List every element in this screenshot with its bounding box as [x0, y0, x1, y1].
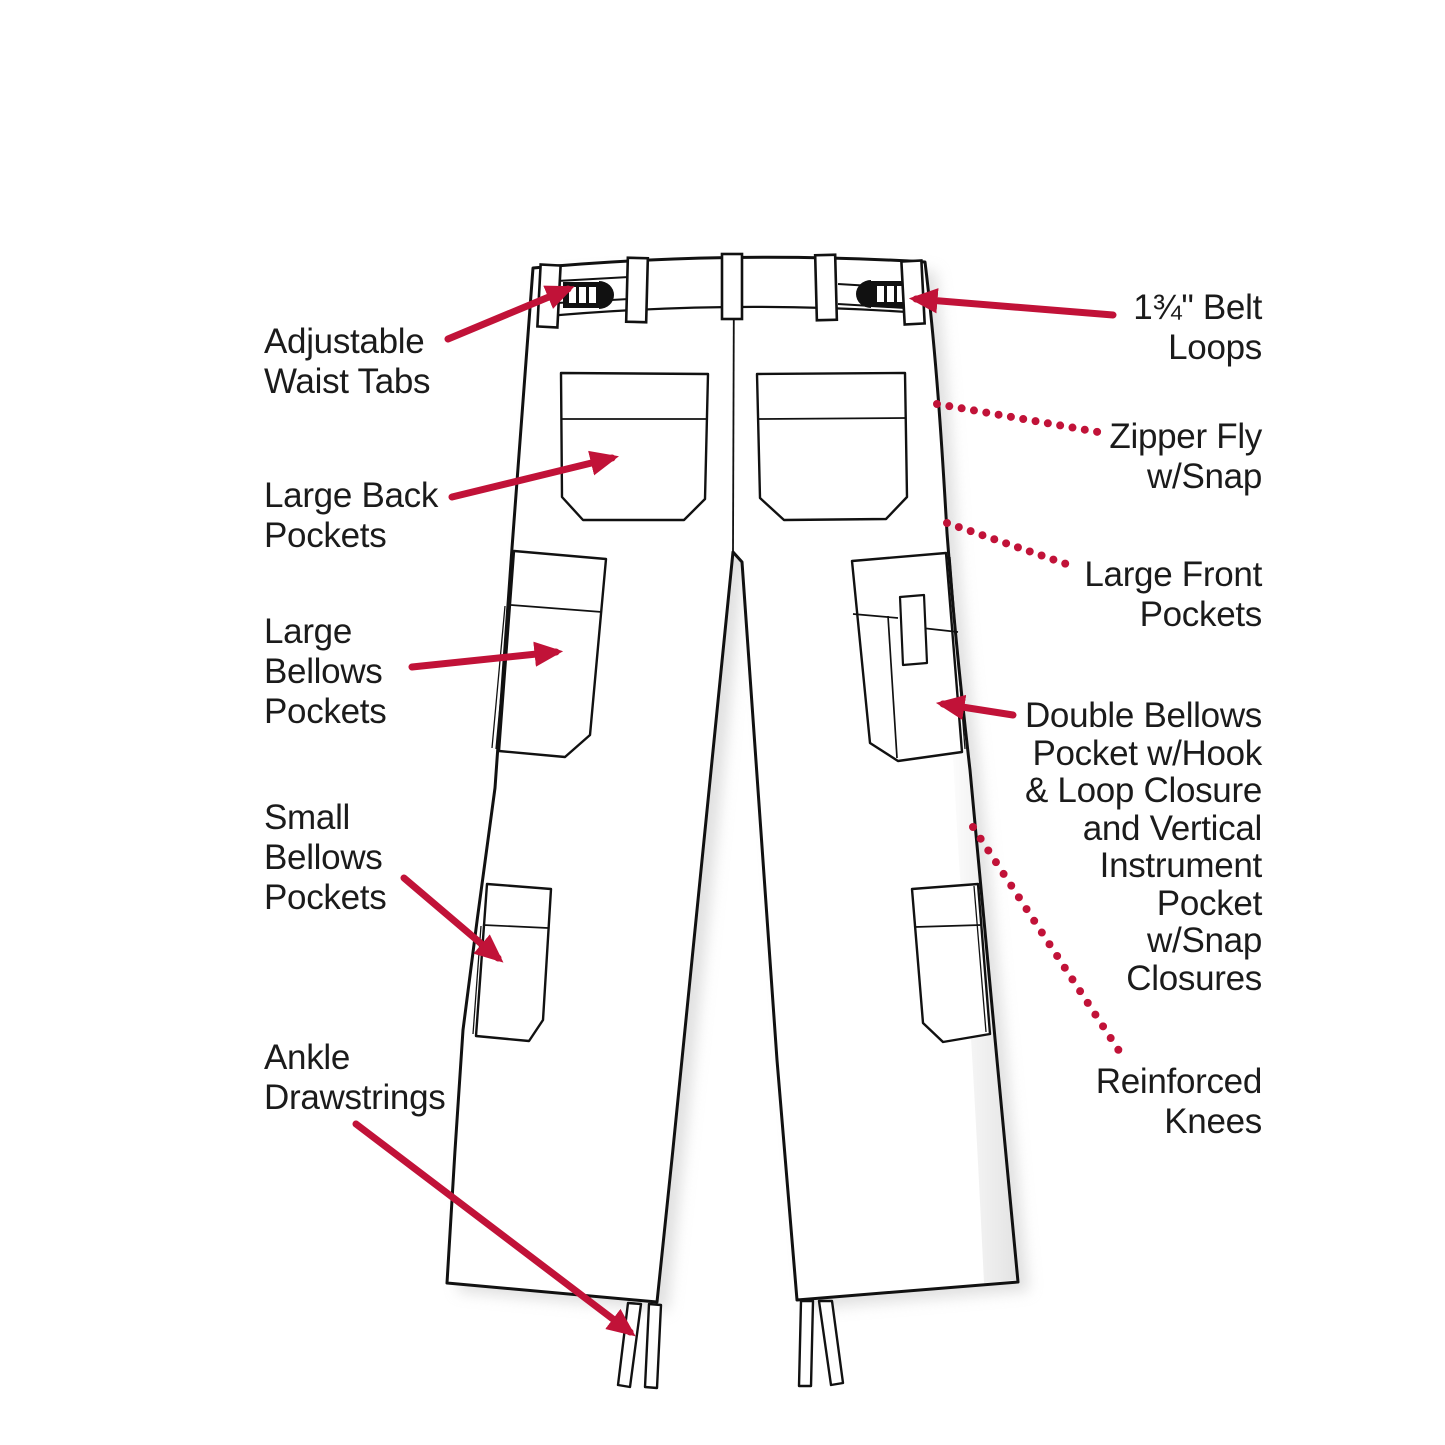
label-large-front-pockets: Large Front Pockets: [1084, 555, 1262, 635]
label-ankle-drawstrings: Ankle Drawstrings: [264, 1038, 446, 1118]
label-line: Double Bellows: [1024, 696, 1262, 735]
dots-knees: [969, 823, 1129, 1064]
double-bellows-pocket: [850, 551, 966, 763]
arrow-small-bellows: [400, 874, 504, 963]
label-line: Reinforced: [1095, 1062, 1263, 1101]
label-line: Zipper Fly: [1109, 417, 1262, 456]
pants-outline: [445, 255, 1020, 1304]
right-back-pocket: [755, 371, 909, 522]
dotted-leaders: [933, 400, 1129, 1064]
label-belt-loops: 1¾" Belt Loops: [1133, 288, 1262, 368]
label-line: Large Front: [1084, 555, 1262, 594]
dots-zipper-fly: [933, 400, 1102, 436]
arrow-back-pockets: [448, 450, 619, 501]
label-small-bellows-pockets: Small Bellows Pockets: [264, 798, 387, 918]
label-line: Knees: [1164, 1102, 1262, 1141]
label-line: Pockets: [1139, 595, 1263, 634]
dots-front-pockets: [943, 519, 1079, 571]
back-pockets: [559, 371, 909, 522]
label-line: Bellows: [264, 652, 383, 691]
right-waist-tab-buckle: [856, 280, 907, 308]
label-line: Ankle: [264, 1038, 351, 1077]
label-line: Small: [264, 798, 351, 837]
arrow-double-bellows: [935, 694, 1017, 720]
label-adjustable-waist-tabs: Adjustable Waist Tabs: [264, 322, 431, 402]
label-line: 1¾" Belt: [1133, 288, 1262, 327]
label-double-bellows-pocket: Double Bellows Pocket w/Hook & Loop Clos…: [1025, 697, 1262, 997]
label-line: Drawstrings: [264, 1078, 446, 1117]
label-reinforced-knees: Reinforced Knees: [1095, 1062, 1263, 1142]
arrow-waist-tabs: [444, 285, 575, 343]
label-line: Loops: [1168, 328, 1262, 367]
label-line: Pocket: [1156, 883, 1263, 923]
label-large-back-pockets: Large Back Pockets: [264, 476, 438, 556]
belt-loops: [536, 252, 927, 329]
label-line: Adjustable: [264, 322, 425, 361]
label-line: Bellows: [264, 838, 383, 877]
small-bellows-pocket-right: [910, 882, 992, 1044]
label-zipper-fly: Zipper Fly w/Snap: [1109, 417, 1262, 497]
arrow-ankle: [352, 1120, 636, 1337]
label-line: Pocket w/Hook: [1032, 733, 1262, 773]
label-line: & Loop Closure: [1024, 771, 1262, 810]
left-waist-tab-buckle: [563, 281, 614, 309]
label-line: Closures: [1126, 958, 1262, 998]
small-bellows-pocket: [472, 882, 553, 1043]
label-line: w/Snap: [1147, 457, 1262, 496]
callout-arrows: [352, 285, 1117, 1337]
label-line: w/Snap: [1147, 921, 1262, 960]
label-line: Large: [264, 612, 353, 651]
label-large-bellows-pockets: Large Bellows Pockets: [264, 612, 387, 732]
instrument-pocket: [898, 593, 929, 667]
label-line: and Vertical: [1082, 808, 1263, 848]
arrow-belt-loops: [908, 288, 1117, 319]
label-line: Pockets: [264, 516, 387, 555]
label-line: Pockets: [264, 692, 387, 731]
arrow-large-bellows: [408, 641, 564, 671]
label-line: Pockets: [264, 878, 387, 917]
label-line: Instrument: [1099, 846, 1263, 885]
label-line: Large Back: [264, 476, 439, 515]
label-line: Waist Tabs: [264, 362, 431, 401]
ankle-drawstrings-graphic: [616, 1299, 845, 1390]
left-back-pocket: [559, 371, 710, 522]
